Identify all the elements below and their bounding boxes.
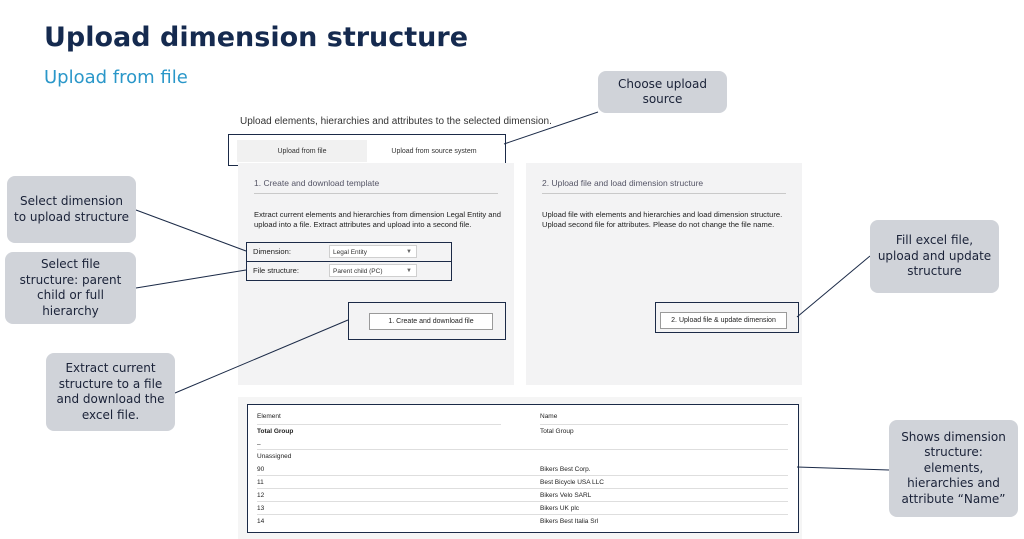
create-download-highlight: 1. Create and download file [348,302,506,340]
chevron-down-icon: ▼ [406,268,412,274]
create-download-button[interactable]: 1. Create and download file [369,313,493,330]
file-structure-select[interactable]: Parent child (PC) ▼ [329,264,417,277]
element-cell: 14 [257,518,265,525]
divider [257,475,788,476]
element-cell: Total Group [257,428,294,435]
divider [257,488,788,489]
file-structure-label: File structure: [253,266,299,275]
dimension-select[interactable]: Legal Entity ▼ [329,245,417,258]
upload-file-panel: 2. Upload file and load dimension struct… [526,163,802,385]
panel-heading: 2. Upload file and load dimension struct… [542,178,704,188]
name-cell: Bikers Best Italia Srl [540,518,599,525]
table-header: Element Name [248,411,796,423]
divider [257,449,788,450]
panel-description: Upload file with elements and hierarchie… [542,210,783,229]
divider [540,424,788,425]
callout-select-file-structure: Select file structure: parent child or f… [5,252,136,324]
name-cell: Bikers Velo SARL [540,492,592,499]
upload-update-highlight: 2. Upload file & update dimension [655,302,799,333]
dimension-structure-table: Element Name Total Group Total Group – U… [247,404,799,533]
divider [257,501,788,502]
element-cell: – [257,441,261,448]
tab-upload-from-source-system[interactable]: Upload from source system [391,147,477,155]
connector-extract [174,319,349,394]
file-structure-value: Parent child (PC) [333,268,383,275]
table-row[interactable]: 11 Best Bicycle USA LLC [248,477,796,489]
connector-select-dimension [135,209,247,252]
element-cell: 90 [257,466,265,473]
divider [257,424,501,425]
connector-file-structure [135,269,247,289]
upload-source-tabs: Upload from file Upload from source syst… [228,134,506,166]
name-cell: Total Group [540,428,574,435]
table-row[interactable]: 12 Bikers Velo SARL [248,490,796,502]
element-cell: 12 [257,492,265,499]
name-cell: Best Bicycle USA LLC [540,479,604,486]
table-row[interactable]: Unassigned [248,451,796,463]
callout-extract: Extract current structure to a file and … [46,353,175,431]
table-row[interactable]: 90 Bikers Best Corp. [248,464,796,476]
divider [254,193,498,194]
connector-shows [796,466,890,471]
name-cell: Bikers Best Corp. [540,466,591,473]
callout-choose-source: Choose upload source [598,71,727,113]
intro-text: Upload elements, hierarchies and attribu… [240,116,552,127]
callout-select-dimension: Select dimension to upload structure [7,176,136,243]
element-cell: 13 [257,505,265,512]
file-structure-field: File structure: Parent child (PC) ▼ [246,261,452,281]
panel-heading: 1. Create and download template [254,178,380,188]
dimension-label: Dimension: [253,247,291,256]
table-row[interactable]: 14 Bikers Best Italia Srl [248,516,796,528]
chevron-down-icon: ▼ [406,249,412,255]
table-row[interactable]: – [248,439,796,451]
element-cell: 11 [257,479,264,486]
name-cell: Bikers UK plc [540,505,580,512]
element-cell: Unassigned [257,453,292,460]
dimension-value: Legal Entity [333,249,367,256]
header-element: Element [257,413,281,420]
upload-update-button[interactable]: 2. Upload file & update dimension [660,312,787,329]
page-subtitle: Upload from file [44,67,188,88]
callout-fill: Fill excel file, upload and update struc… [870,220,999,293]
callout-shows-structure: Shows dimension structure: elements, hie… [889,420,1018,517]
header-name: Name [540,413,558,420]
tab-upload-from-file[interactable]: Upload from file [237,140,367,162]
panel-description: Extract current elements and hierarchies… [254,210,501,229]
table-row[interactable]: 13 Bikers UK plc [248,503,796,515]
table-row[interactable]: Total Group Total Group [248,426,796,438]
page-title: Upload dimension structure [44,22,469,53]
connector-choose-source [503,111,599,145]
connector-fill [796,255,871,318]
divider [257,514,788,515]
divider [542,193,786,194]
